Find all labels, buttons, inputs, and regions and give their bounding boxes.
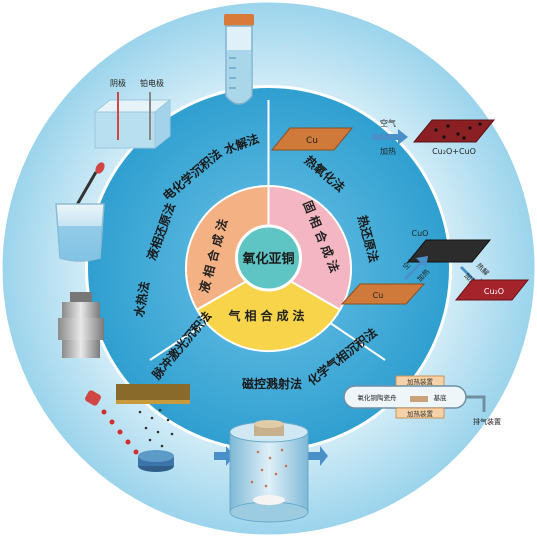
reduction-cu2o-label: Cu₂O xyxy=(484,287,504,296)
oxidation-cu-label: Cu xyxy=(306,136,318,146)
sputtering-chamber-illustration xyxy=(214,420,328,523)
thermal-oxidation-illustration: Cu 空气 加热 Cu₂O+CuO xyxy=(270,118,496,156)
oxidation-product-label: Cu₂O+CuO xyxy=(432,147,476,156)
autoclave-illustration xyxy=(58,292,104,358)
oxidation-air-label: 空气 xyxy=(380,118,396,128)
method-hydrothermal: 水热法 xyxy=(131,280,152,318)
test-tube-illustration xyxy=(224,14,254,105)
cvd-furnace-illustration: 加热装置 氧化铜陶瓷舟 基底 加热装置 排气装置 xyxy=(343,375,501,426)
sector-gas xyxy=(195,267,342,353)
cvd-heater-top-label: 加热装置 xyxy=(407,377,434,386)
beaker-illustration xyxy=(55,162,105,262)
cvd-heater-bottom-label: 加热装置 xyxy=(407,409,434,418)
center-label: 氧化亚铜 xyxy=(241,251,294,267)
oxidation-heat-label: 加热 xyxy=(380,146,396,156)
reduction-cuo-label: CuO xyxy=(412,229,429,238)
cvd-exhaust-label: 排气装置 xyxy=(473,417,501,426)
inner-sectors xyxy=(184,184,353,353)
platinum-label: 铂电极 xyxy=(140,78,164,88)
sector-label-gas: 气相合成法 xyxy=(227,308,308,323)
method-sputtering: 磁控溅射法 xyxy=(241,376,302,391)
cathode-label: 阴极 xyxy=(110,78,126,88)
cvd-substrate-label: 基底 xyxy=(434,393,448,402)
pulsed-laser-illustration xyxy=(85,384,190,472)
cvd-precursor-label: 氧化铜陶瓷舟 xyxy=(358,393,398,402)
electrode-cell-illustration: 阴极 铂电极 xyxy=(93,78,172,150)
thermal-reduction-illustration: CuO Cu 空气 加热 热解 加热 Cu₂O xyxy=(340,229,530,305)
center-circle xyxy=(235,224,302,292)
reduction-cu-label: Cu xyxy=(373,291,384,300)
